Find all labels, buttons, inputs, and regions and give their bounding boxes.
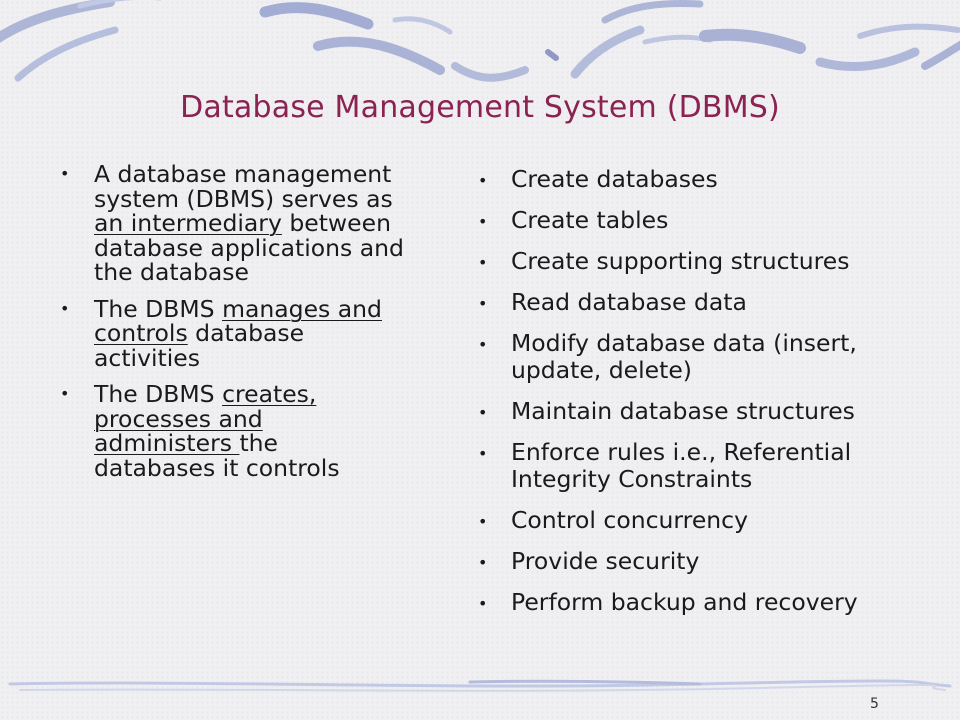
underlined-text: manages and controls [94, 294, 382, 347]
bullet-text: database activities [94, 319, 305, 372]
bullet-icon: • [478, 212, 488, 231]
bullet-text: The DBMS [94, 294, 223, 323]
bullet-text: Read database data [511, 288, 747, 316]
right-bullet-item: • Create supporting structures [478, 248, 948, 275]
right-bullet-item: • Maintain database structures [478, 398, 948, 425]
bullet-text: Create tables [511, 206, 669, 234]
bullet-icon: • [478, 594, 488, 613]
bullet-icon: • [478, 294, 488, 313]
bullet-text: Perform backup and recovery [511, 588, 858, 616]
bullet-icon: • [478, 335, 488, 354]
bullet-text: Control concurrency [511, 506, 748, 534]
bullet-text: Create supporting structures [511, 247, 850, 275]
right-bullet-item: • Control concurrency [478, 507, 948, 534]
bullet-text: between database applications and the da… [94, 209, 404, 286]
underlined-text: an intermediary [94, 209, 282, 237]
bullet-icon: • [478, 444, 488, 463]
right-bullet-item: • Read database data [478, 289, 948, 316]
bullet-text: A database management system (DBMS) serv… [94, 160, 393, 213]
left-bullet-item: • The DBMS manages and controls database … [60, 294, 405, 372]
bullet-icon: • [478, 512, 488, 531]
bullet-icon: • [478, 171, 488, 190]
right-bullet-item: • Perform backup and recovery [478, 589, 948, 616]
bullet-icon: • [60, 298, 70, 318]
right-bullet-item: • Modify database data (insert, update, d… [478, 330, 948, 384]
right-bullet-item: • Create databases [478, 166, 948, 193]
bullet-text: Enforce rules i.e., Referential Integrit… [511, 438, 852, 493]
right-bullet-item: • Enforce rules i.e., Referential Integri… [478, 439, 948, 493]
right-bullet-item: • Create tables [478, 207, 948, 234]
slide-title: Database Management System (DBMS) [180, 90, 780, 125]
bullet-text: The DBMS [94, 380, 223, 408]
bullet-icon: • [478, 403, 488, 422]
bullet-icon: • [60, 384, 70, 403]
bullet-icon: • [60, 164, 70, 183]
bullet-icon: • [478, 553, 488, 572]
left-bullet-list: • A database management system (DBMS) ser… [60, 162, 405, 492]
left-bullet-item: • The DBMS creates, processes and adminis… [60, 382, 405, 480]
left-bullet-item: • A database management system (DBMS) ser… [60, 162, 405, 285]
bullet-text: Modify database data (insert, update, de… [511, 329, 857, 384]
bullet-text: Create databases [511, 165, 718, 193]
bullet-text: the databases it controls [94, 429, 340, 482]
right-bullet-list: • Create databases • Create tables • Create s… [478, 166, 948, 630]
bullet-icon: • [478, 253, 488, 272]
bullet-text: Provide security [511, 547, 700, 575]
page-number: 5 [870, 696, 879, 712]
underlined-text: creates, processes and administers [94, 380, 317, 457]
right-bullet-item: • Provide security [478, 548, 948, 575]
bullet-text: Maintain database structures [511, 397, 855, 425]
